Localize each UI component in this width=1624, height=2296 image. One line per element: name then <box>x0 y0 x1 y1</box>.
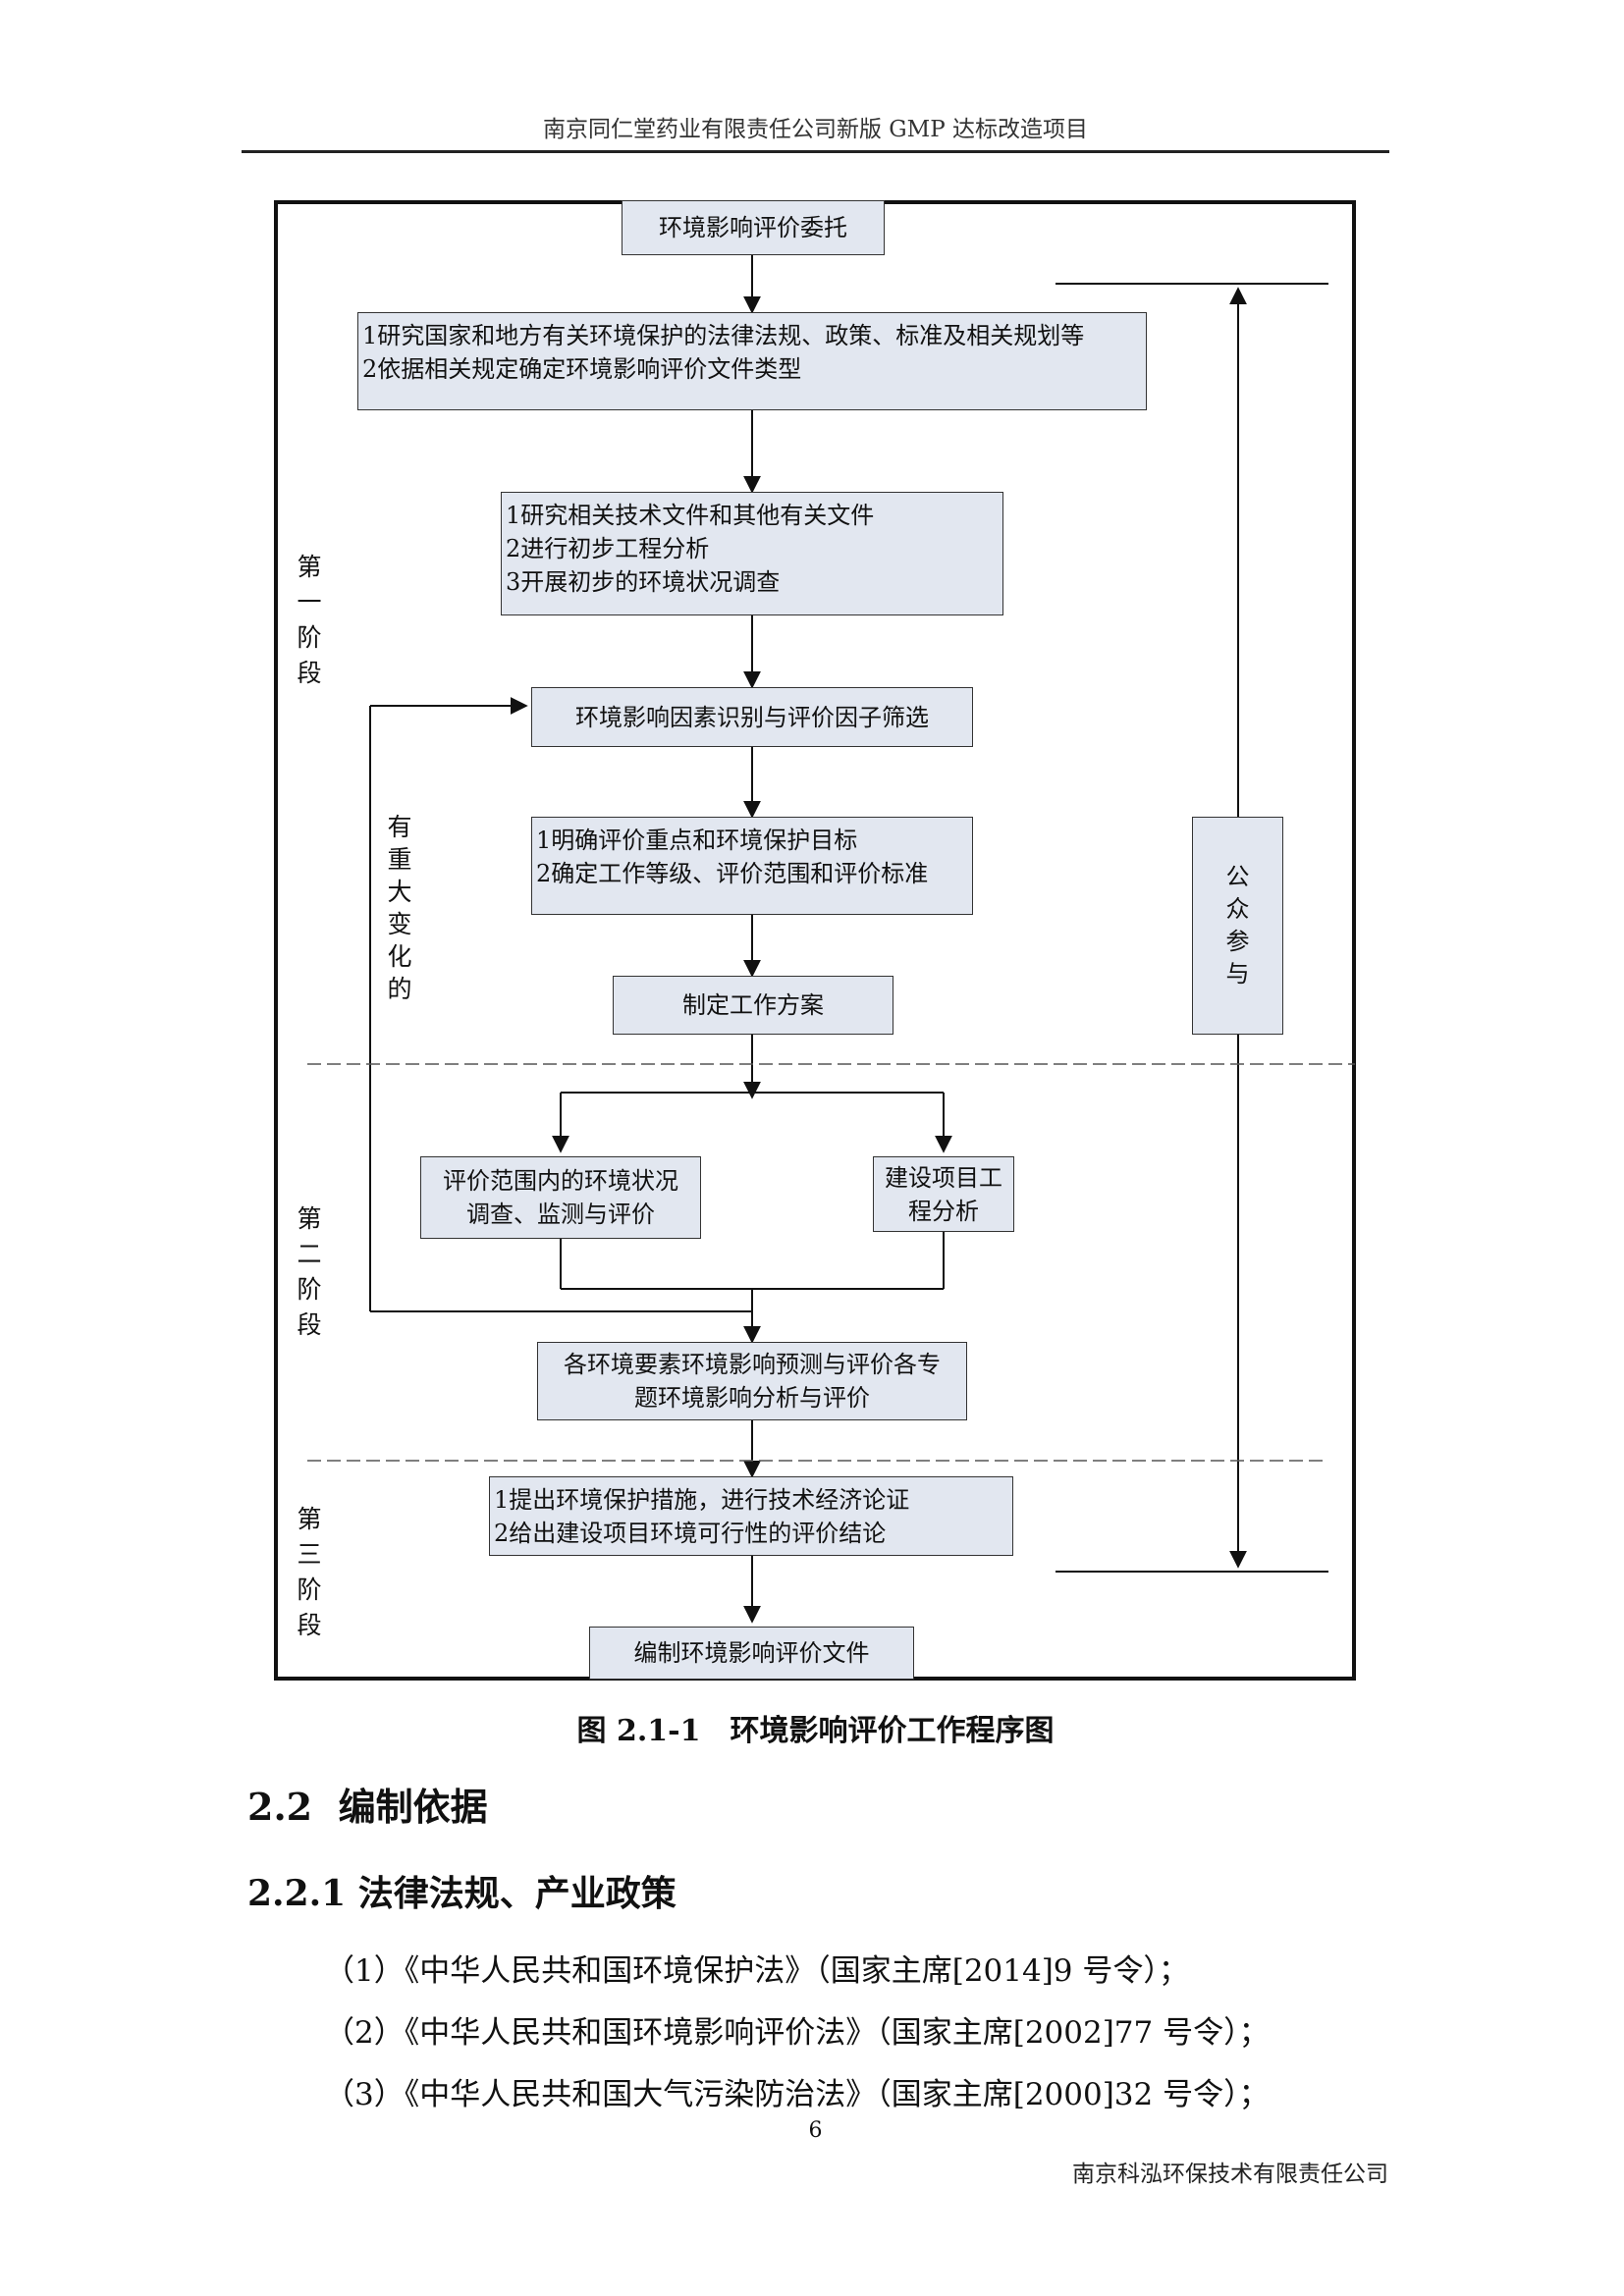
reference-item: （3）《中华人民共和国大气污染防治法》（国家主席[2000]32 号令）； <box>324 2077 1270 2112</box>
step2-box: 1研究相关技术文件和其他有关文件 2进行初步工程分析 3开展初步的环境状况调查 <box>501 492 1003 615</box>
step4-line-2: 2给出建设项目环境可行性的评价结论 <box>494 1520 887 1547</box>
stage2-char-2: 二 <box>297 1240 322 1268</box>
project-line-2: 程分析 <box>908 1197 979 1225</box>
public-char-1: 公 <box>1225 863 1250 890</box>
stage1-char-4: 段 <box>297 659 322 687</box>
stage1-char-2: 一 <box>297 588 322 616</box>
page-number: 6 <box>808 2118 823 2143</box>
predict-line-1: 各环境要素环境影响预测与评价各专 <box>564 1351 941 1378</box>
figure-caption: 图 2.1-1 环境影响评价工作程序图 <box>576 1714 1055 1748</box>
step1-line-2: 2依据相关规定确定环境影响评价文件类型 <box>362 355 802 383</box>
stage3-char-1: 第 <box>297 1505 322 1533</box>
step4-box: 1提出环境保护措施，进行技术经济论证 2给出建设项目环境可行性的评价结论 <box>489 1476 1013 1556</box>
reference-item: （1）《中华人民共和国环境保护法》（国家主席[2014]9 号令）； <box>324 1953 1189 1989</box>
footer-company: 南京科泓环保技术有限责任公司 <box>1072 2162 1388 2187</box>
change-char-5: 化 <box>387 942 412 971</box>
plan-box: 制定工作方案 <box>613 976 893 1035</box>
stage3-char-4: 段 <box>297 1611 322 1639</box>
predict-box: 各环境要素环境影响预测与评价各专 题环境影响分析与评价 <box>537 1342 967 1420</box>
public-char-3: 参 <box>1225 928 1250 955</box>
header-rule <box>242 150 1389 153</box>
stage3-label: 第 三 阶 段 <box>293 1502 326 1643</box>
major-change-label: 有 重 大 变 化 的 <box>383 811 416 1005</box>
stage3-char-2: 三 <box>297 1540 322 1569</box>
change-char-2: 重 <box>387 845 412 874</box>
step3-line-2: 2确定工作等级、评价范围和评价标准 <box>536 860 929 887</box>
change-char-6: 的 <box>387 975 412 1003</box>
running-header: 南京同仁堂药业有限责任公司新版 GMP 达标改造项目 <box>542 117 1089 142</box>
change-char-1: 有 <box>387 813 412 841</box>
public-participation-box: 公 众 参 与 <box>1192 817 1283 1035</box>
change-char-4: 变 <box>387 910 412 938</box>
stage1-label: 第 一 阶 段 <box>293 550 326 691</box>
project-line-1: 建设项目工 <box>885 1163 1002 1192</box>
step2-line-3: 3开展初步的环境状况调查 <box>506 568 781 596</box>
project-analysis-box: 建设项目工 程分析 <box>873 1156 1014 1232</box>
step2-line-1: 1研究相关技术文件和其他有关文件 <box>506 502 875 529</box>
commission-box: 环境影响评价委托 <box>622 200 885 255</box>
stage1-char-3: 阶 <box>297 623 322 652</box>
stage2-label: 第 二 阶 段 <box>293 1201 326 1343</box>
subsection-heading: 2.2.1 法律法规、产业政策 <box>247 1865 677 1916</box>
stage3-char-3: 阶 <box>297 1575 322 1604</box>
reference-item: （2）《中华人民共和国环境影响评价法》（国家主席[2002]77 号令）； <box>324 2015 1270 2051</box>
section-number: 2.2 <box>247 1785 313 1829</box>
subsection-number: 2.2.1 <box>247 1873 347 1914</box>
identify-box: 环境影响因素识别与评价因子筛选 <box>531 687 973 747</box>
stage2-char-4: 段 <box>297 1310 322 1339</box>
subsection-title: 法律法规、产业政策 <box>357 1873 677 1914</box>
survey-box: 评价范围内的环境状况 调查、监测与评价 <box>420 1156 701 1239</box>
stage2-char-3: 阶 <box>297 1275 322 1304</box>
public-char-4: 与 <box>1225 960 1250 988</box>
stage1-char-1: 第 <box>297 553 322 581</box>
change-char-3: 大 <box>387 878 412 906</box>
predict-line-2: 题环境影响分析与评价 <box>634 1384 870 1412</box>
survey-line-1: 评价范围内的环境状况 <box>443 1167 678 1195</box>
step2-line-2: 2进行初步工程分析 <box>506 535 710 562</box>
report-box: 编制环境影响评价文件 <box>589 1627 914 1680</box>
stage2-char-1: 第 <box>297 1204 322 1233</box>
survey-line-2: 调查、监测与评价 <box>466 1201 655 1228</box>
step1-box: 1研究国家和地方有关环境保护的法律法规、政策、标准及相关规划等 2依据相关规定确… <box>357 312 1147 410</box>
public-char-2: 众 <box>1225 895 1250 923</box>
step3-box: 1明确评价重点和环境保护目标 2确定工作等级、评价范围和评价标准 <box>531 817 973 915</box>
section-heading: 2.2 编制依据 <box>247 1777 488 1831</box>
step1-line-1: 1研究国家和地方有关环境保护的法律法规、政策、标准及相关规划等 <box>362 322 1085 349</box>
section-title: 编制依据 <box>338 1785 488 1829</box>
step4-line-1: 1提出环境保护措施，进行技术经济论证 <box>494 1486 910 1514</box>
step3-line-1: 1明确评价重点和环境保护目标 <box>536 827 858 854</box>
